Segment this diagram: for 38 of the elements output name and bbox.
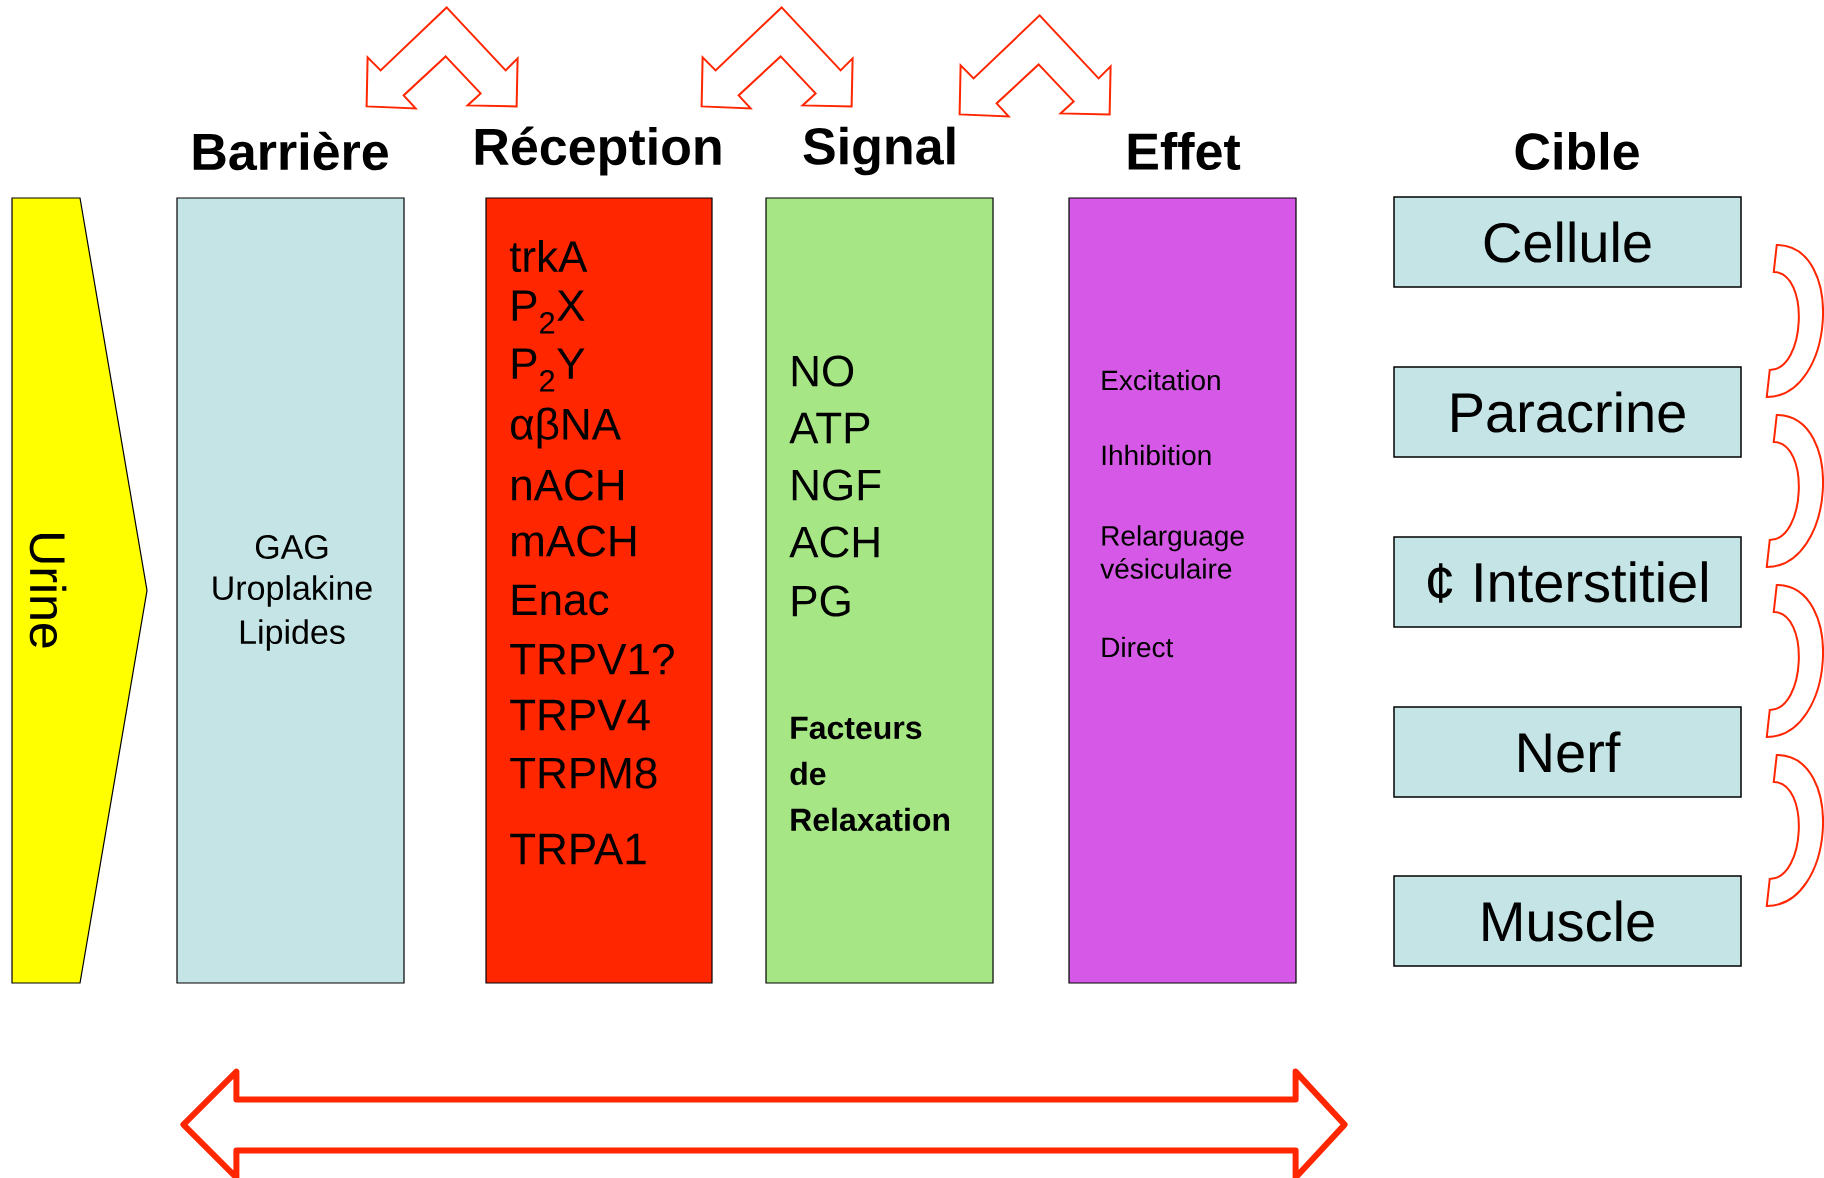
list-item: Direct [1102,636,1174,658]
list-item: Uroplakine [213,575,372,607]
list-item: NO [792,355,854,387]
list-item: Excitation [1102,369,1220,391]
list-item: mACH [512,525,636,557]
list-item: Relarguage vésiculaire [1100,525,1244,579]
arc-connector [1765,414,1824,568]
list-item: ATP [789,412,870,444]
list-item: trkA [509,239,588,273]
list-item: nACH [512,469,623,501]
list-item: Facteurs de Relaxation [790,716,950,832]
target-box: Muscle [1393,875,1742,967]
arc-connector [1765,584,1824,738]
column-heading: Signal [803,126,955,176]
arc-connector [1765,244,1824,398]
list-item: TRPM8 [510,757,657,789]
double-arrow [180,1068,1348,1178]
arc-connector [1765,754,1824,907]
list-item: TRPV1? [510,643,674,675]
column-heading: Réception [475,126,721,176]
target-box: Paracrine [1393,366,1742,458]
list-item: NGF [792,469,881,501]
target-box: Cellule [1393,196,1742,288]
list-item: Lipides [240,619,345,651]
list-item: GAG [255,534,328,560]
list-item: ACH [789,526,879,558]
list-item: Enac [512,584,609,616]
list-item: PG [792,585,850,617]
column-heading: Effet [1128,131,1241,171]
target-box: Nerf [1393,706,1742,798]
list-item: P$_{2}$X [512,290,585,334]
column-heading: Barrière [193,131,388,171]
target-box: ¢ Interstitiel [1393,536,1742,628]
list-item: TRPV4 [510,699,650,731]
list-item: Ihhibition [1102,444,1211,466]
list-item: P$_{2}$Y [512,348,585,392]
list-item: TRPA1 [510,833,646,865]
list-item: αβNA [511,407,621,449]
